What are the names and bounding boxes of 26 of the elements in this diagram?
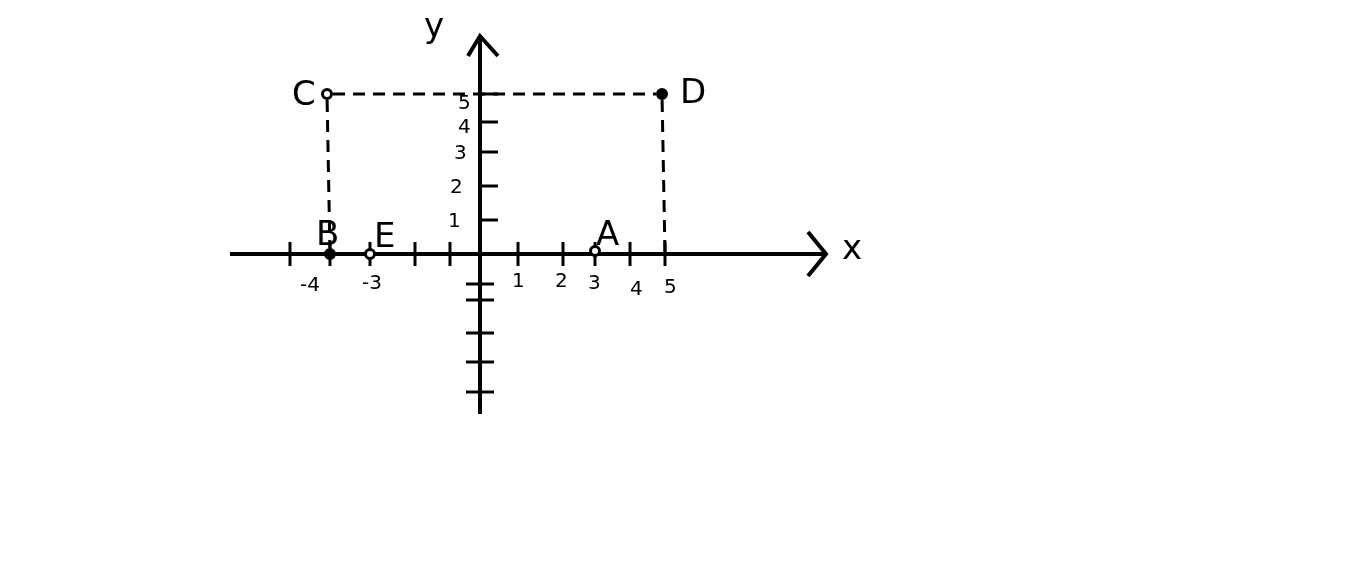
- tick-label: 3: [588, 272, 601, 292]
- point-marker: [589, 245, 601, 257]
- tick-label: 1: [448, 210, 461, 230]
- point-marker: [364, 248, 376, 260]
- tick-label: -4: [300, 274, 320, 294]
- point-label: A: [596, 216, 620, 250]
- point-label: C: [292, 76, 316, 110]
- tick-label: 5: [458, 92, 471, 112]
- point-marker: [321, 88, 333, 100]
- axis-label: x: [842, 230, 863, 264]
- tick-label: 2: [450, 176, 463, 196]
- tick-label: 1: [512, 270, 525, 290]
- tick-label: 3: [454, 142, 467, 162]
- tick-label: 5: [664, 276, 677, 296]
- tick-label: 2: [555, 270, 568, 290]
- dashed-line: [325, 99, 332, 249]
- point-marker: [324, 248, 336, 260]
- axis-label: y: [424, 8, 445, 42]
- tick-label: -3: [362, 272, 382, 292]
- tick-label: 4: [630, 278, 643, 298]
- dashed-line: [333, 92, 656, 96]
- tick-label: 4: [458, 116, 471, 136]
- point-label: E: [374, 218, 396, 252]
- point-label: D: [680, 74, 707, 108]
- point-marker: [656, 88, 668, 100]
- dashed-line: [660, 99, 667, 255]
